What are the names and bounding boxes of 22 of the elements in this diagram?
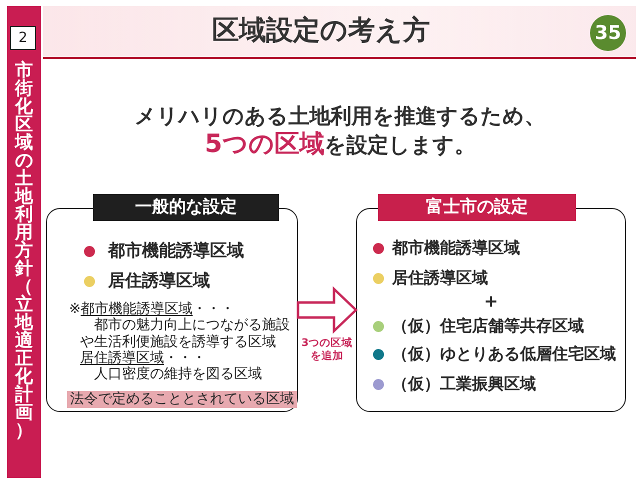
subtitle-text: メリハリのある土地利用を推進するため、5つの区域を設定します。 xyxy=(134,103,546,159)
plus-sign: ＋ xyxy=(482,289,500,313)
sidebar-heading: 市街化区域の土地利用方針（立地適正化計画） xyxy=(15,62,33,440)
zone-name: （仮）工業振興区域 xyxy=(392,373,536,395)
note-definition: 人口密度の維持を図る区域 xyxy=(93,366,263,382)
chapter-number-box: 2 xyxy=(10,26,36,50)
zone-name: 居住誘導区域 xyxy=(392,267,488,289)
note-term: 居住誘導区域・・・ xyxy=(80,350,206,366)
note-band: 法令で定めることとされている区域 xyxy=(67,391,297,408)
note-term: ※都市機能誘導区域・・・ xyxy=(69,301,235,317)
zone-name: 都市機能誘導区域 xyxy=(108,240,244,263)
zone-name: 居住誘導区域 xyxy=(108,270,210,293)
heading-tab: 一般的な設定 xyxy=(93,194,279,221)
sidebar-band xyxy=(7,6,41,478)
zone-name: （仮）住宅店舗等共存区域 xyxy=(392,315,584,337)
title: 区域設定の考え方 xyxy=(212,15,430,46)
heading-tab: 富士市の設定 xyxy=(378,194,576,221)
zone-name: 都市機能誘導区域 xyxy=(392,237,520,259)
note-definition: 都市の魅力向上につながる施設や生活利便施設を誘導する区域 xyxy=(80,317,291,350)
block-arrow xyxy=(296,286,358,334)
zone-name: （仮）ゆとりある低層住宅区域 xyxy=(392,343,616,365)
edge-label: 3つの区域を追加 xyxy=(299,337,355,363)
